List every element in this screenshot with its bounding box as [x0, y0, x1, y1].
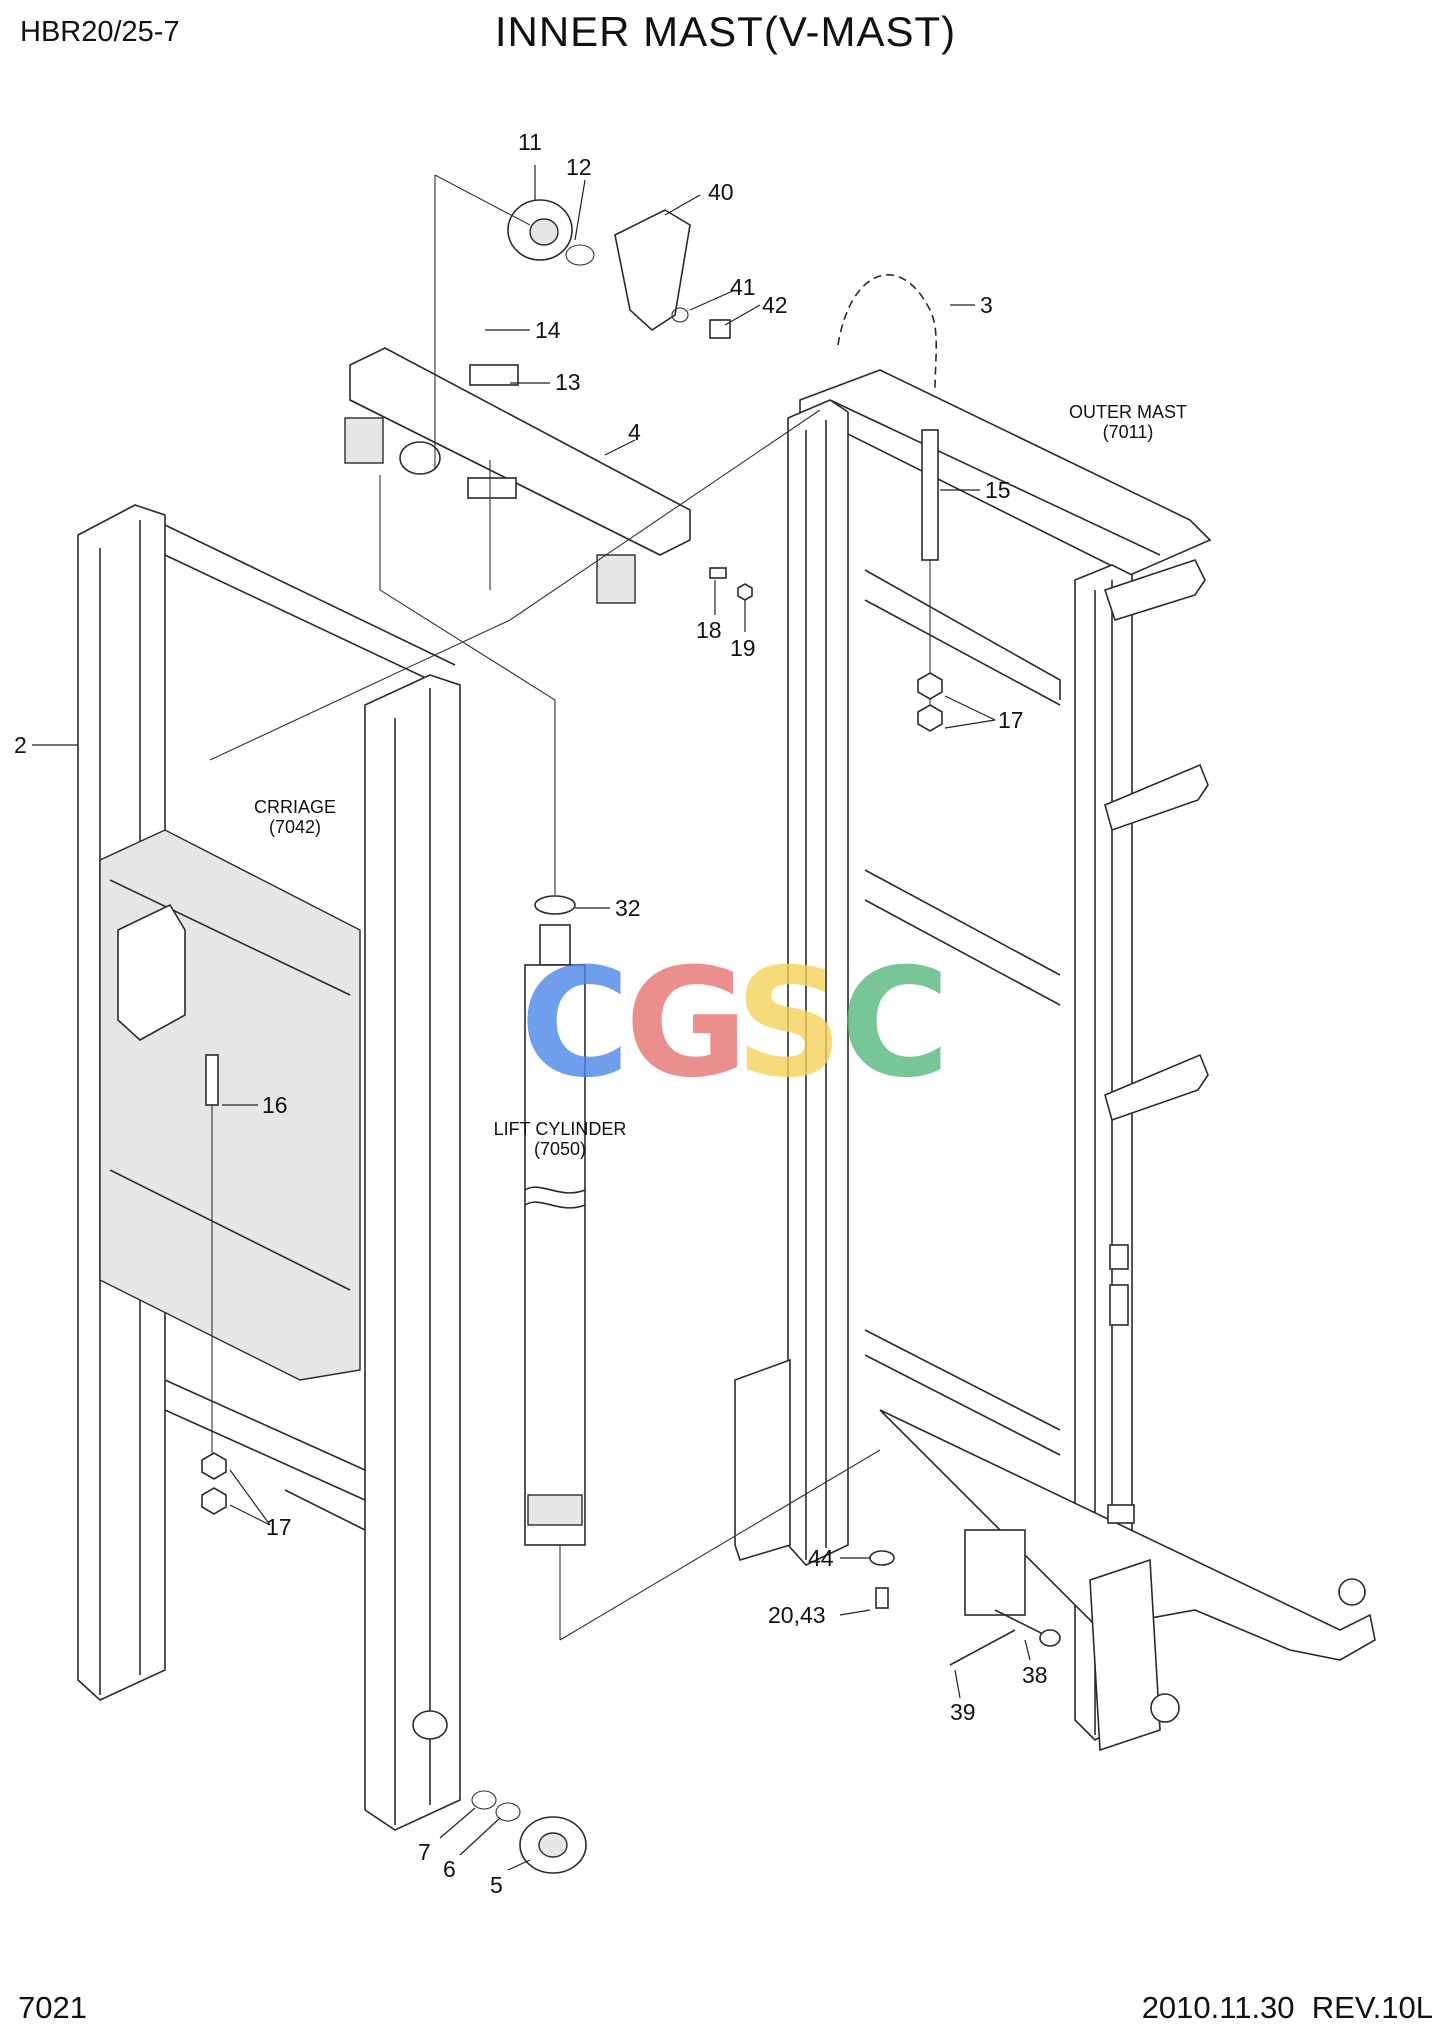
callout-14: 14	[535, 317, 561, 343]
outer-mast-caption: OUTER MAST	[1069, 402, 1187, 422]
cgsc-watermark: C G S C	[520, 937, 950, 1111]
callout-18: 18	[696, 617, 722, 643]
callout-19: 19	[730, 635, 756, 661]
callout-5: 5	[490, 1872, 503, 1898]
callout-6: 6	[443, 1856, 456, 1882]
callout-39: 39	[950, 1699, 976, 1725]
outer-mast-drawing	[734, 369, 1376, 1752]
revision-date: 2010.11.30 REV.10L	[1141, 1990, 1433, 2025]
callout-38: 38	[1022, 1662, 1048, 1688]
callout-44: 44	[808, 1545, 834, 1571]
top-parts-drawing	[209, 174, 943, 1641]
callout-7: 7	[418, 1839, 431, 1865]
callout-17-lower: 17	[266, 1514, 292, 1540]
callout-40: 40	[708, 179, 734, 205]
watermark-letter: C	[840, 937, 950, 1111]
callout-3: 3	[980, 292, 993, 318]
callout-13: 13	[555, 369, 581, 395]
lift-cylinder-caption: LIFT CYLINDER	[494, 1119, 627, 1139]
page-title: INNER MAST(V-MAST)	[494, 8, 957, 55]
callout-20-43: 20,43	[768, 1602, 826, 1628]
callout-4: 4	[628, 419, 641, 445]
outer-mast-ref: (7011)	[1103, 422, 1154, 442]
bottom-parts-drawing	[869, 1529, 1061, 1666]
leader-lines	[32, 165, 1031, 1871]
watermark-letter: S	[735, 937, 843, 1111]
lift-cylinder-drawing	[524, 895, 586, 1546]
model-code: HBR20/25-7	[20, 16, 180, 48]
callout-labels: 11 12 40 41 42 14 13 4 3 15 18 19 17 2 1…	[14, 129, 1048, 1898]
carriage-ref: (7042)	[269, 817, 321, 837]
inner-mast-drawing	[77, 504, 587, 1874]
callout-15: 15	[985, 477, 1011, 503]
callout-17-upper: 17	[998, 707, 1024, 733]
page-number: 7021	[18, 1990, 87, 2025]
assembly-captions: OUTER MAST (7011) CRRIAGE (7042) LIFT CY…	[254, 402, 1187, 1159]
callout-16: 16	[262, 1092, 288, 1118]
carriage-caption: CRRIAGE	[254, 797, 336, 817]
lift-cylinder-ref: (7050)	[534, 1139, 586, 1159]
callout-12: 12	[566, 154, 592, 180]
callout-42: 42	[762, 292, 788, 318]
watermark-letter: G	[625, 937, 748, 1111]
callout-2: 2	[14, 732, 27, 758]
callout-41: 41	[730, 274, 756, 300]
callout-11: 11	[518, 129, 542, 155]
callout-32: 32	[615, 895, 641, 921]
watermark-letter: C	[520, 937, 630, 1111]
